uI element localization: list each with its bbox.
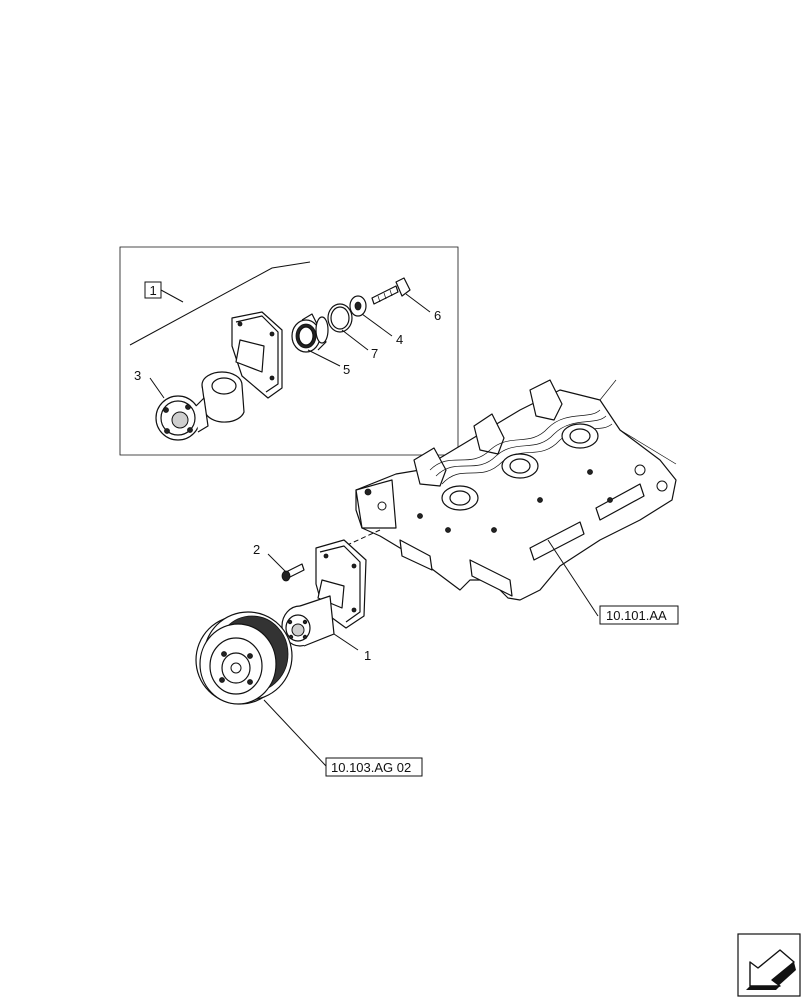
bearing-part	[291, 313, 329, 353]
panel-callouts: 3 5 7 4 6	[134, 293, 441, 399]
bearing-flange-part	[155, 395, 209, 441]
callout-1: 1	[364, 648, 371, 663]
pump-housing-part	[201, 311, 283, 423]
main-callouts: 2 1 10.101.AA 10.103.AG 02	[253, 539, 679, 777]
reference-cylinder-head: 10.101.AA	[606, 608, 667, 623]
water-pump-assembly-part	[281, 539, 367, 647]
pulley-part	[195, 611, 293, 705]
navigation-arrow-icon[interactable]	[737, 933, 801, 997]
snap-ring-part	[327, 303, 353, 333]
callout-2: 2	[253, 542, 260, 557]
washer-part	[349, 295, 367, 317]
screw-part	[281, 563, 305, 582]
cylinder-head-part	[355, 379, 677, 601]
reference-box-pulley	[325, 757, 423, 777]
kit-reference-label: 1	[150, 283, 157, 298]
callout-5: 5	[343, 362, 350, 377]
reference-box-cylinder-head	[599, 605, 679, 625]
callout-4: 4	[396, 332, 403, 347]
callout-6: 6	[434, 308, 441, 323]
reference-pulley: 10.103.AG 02	[331, 760, 411, 775]
callout-3: 3	[134, 368, 141, 383]
bolt-part	[371, 277, 411, 305]
callout-7: 7	[371, 346, 378, 361]
